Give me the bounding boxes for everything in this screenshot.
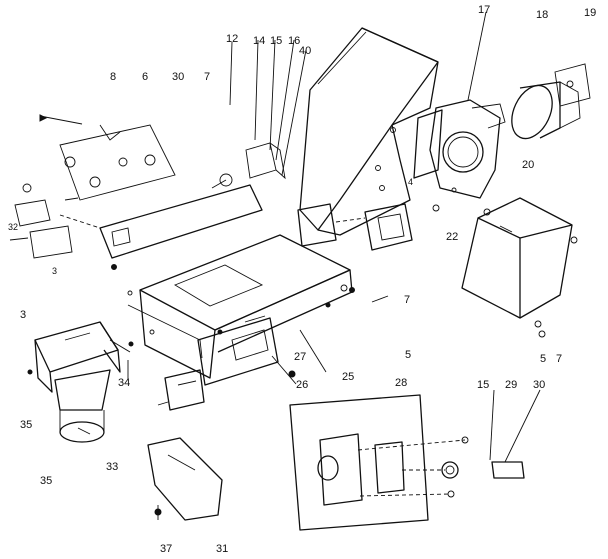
side-panel (59, 184, 263, 259)
callout-30b: 30 (533, 379, 545, 391)
rear-panel (289, 394, 466, 531)
callout-16: 16 (288, 35, 300, 47)
callout-19: 19 (584, 7, 596, 19)
callout-35b: 35 (40, 475, 52, 487)
callout-5b: 5 (540, 353, 546, 365)
fan-motor (554, 63, 591, 107)
leader-lines (127, 11, 541, 463)
callout-27: 27 (294, 351, 306, 363)
callout-31: 31 (216, 543, 228, 555)
callout-34: 34 (118, 377, 130, 389)
left-components (9, 183, 79, 259)
callout-7c: 7 (556, 353, 562, 365)
callout-32: 32 (8, 222, 18, 232)
callout-7: 7 (204, 71, 210, 83)
callout-7b: 7 (404, 294, 410, 306)
callout-17: 17 (478, 4, 490, 16)
callout-3: 3 (20, 309, 26, 321)
fan-cone (511, 81, 581, 140)
fan-bracket (413, 99, 506, 199)
lamp-housing (34, 321, 134, 393)
callout-6: 6 (142, 71, 148, 83)
fuse-plate (197, 315, 279, 386)
callout-29: 29 (505, 379, 517, 391)
switch-block (157, 369, 205, 411)
lamp-base (54, 369, 111, 443)
callout-40: 40 (299, 45, 311, 57)
callout-5: 5 (405, 349, 411, 361)
lower-bracket (147, 437, 223, 521)
callout-8: 8 (110, 71, 116, 83)
callout-26: 26 (296, 379, 308, 391)
callout-18: 18 (536, 9, 548, 21)
callout-20: 20 (522, 159, 534, 171)
callout-labels: 12 14 15 16 40 17 18 19 8 6 30 7 20 22 4… (8, 4, 596, 555)
capacitor (211, 142, 286, 189)
transformer (461, 197, 578, 328)
callout-4: 4 (408, 177, 413, 187)
circuit-board (39, 114, 176, 201)
callout-15: 15 (270, 35, 282, 47)
callout-12: 12 (226, 33, 238, 45)
hardware-screws (27, 187, 546, 378)
callout-35: 35 (20, 419, 32, 431)
callout-15b: 15 (477, 379, 489, 391)
base-chassis (127, 234, 353, 379)
housing-cabinet (299, 27, 439, 236)
callout-22: 22 (446, 231, 458, 243)
callout-33: 33 (106, 461, 118, 473)
callout-37: 37 (160, 543, 172, 555)
terminal-bracket (297, 203, 413, 251)
callout-14: 14 (253, 35, 265, 47)
fuse-knob (441, 436, 525, 498)
callout-30: 30 (172, 71, 184, 83)
callout-25: 25 (342, 371, 354, 383)
callout-28: 28 (395, 377, 407, 389)
callout-3b: 3 (52, 266, 57, 276)
